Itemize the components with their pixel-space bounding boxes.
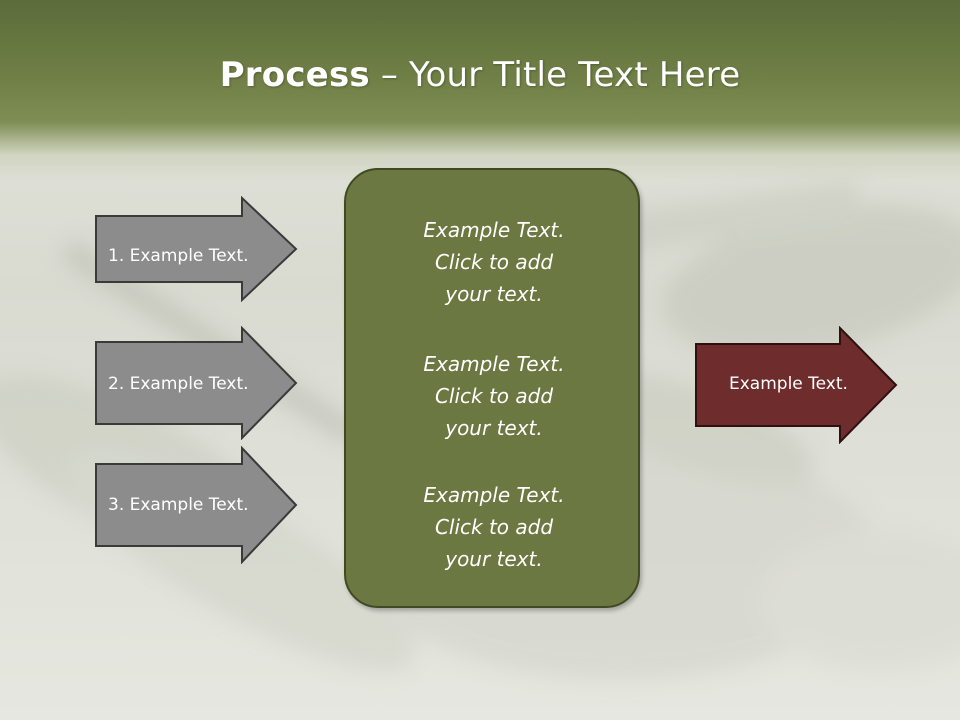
center-text-block-2: Example Text. Click to add your text. <box>346 348 642 444</box>
center-text-line: your text. <box>445 416 543 440</box>
center-text-line: Click to add <box>434 515 554 539</box>
center-text-line: Example Text. <box>423 483 565 507</box>
title-band <box>0 0 960 180</box>
center-text-block-3: Example Text. Click to add your text. <box>346 479 642 575</box>
center-text-line: Click to add <box>434 384 554 408</box>
left-arrow-3 <box>95 446 298 564</box>
right-output-arrow <box>695 326 898 444</box>
left-arrow-1 <box>95 196 298 302</box>
title-bold: Process <box>219 55 370 95</box>
right-arrow-label: Example Text. <box>729 374 848 394</box>
center-text-line: your text. <box>445 547 543 571</box>
center-text-block-1: Example Text. Click to add your text. <box>346 214 642 310</box>
left-arrow-2 <box>95 326 298 440</box>
center-text-line: Example Text. <box>423 352 565 376</box>
left-arrow-3-label: 3. Example Text. <box>108 495 249 515</box>
center-text-line: your text. <box>445 282 543 306</box>
slide-title: Process – Your Title Text Here <box>0 52 960 98</box>
center-text-line: Example Text. <box>423 218 565 242</box>
center-process-box: Example Text. Click to add your text. Ex… <box>344 168 640 608</box>
left-arrow-1-label: 1. Example Text. <box>108 246 249 266</box>
center-text-line: Click to add <box>434 250 554 274</box>
title-rest: – Your Title Text Here <box>369 55 741 95</box>
left-arrow-2-label: 2. Example Text. <box>108 374 249 394</box>
